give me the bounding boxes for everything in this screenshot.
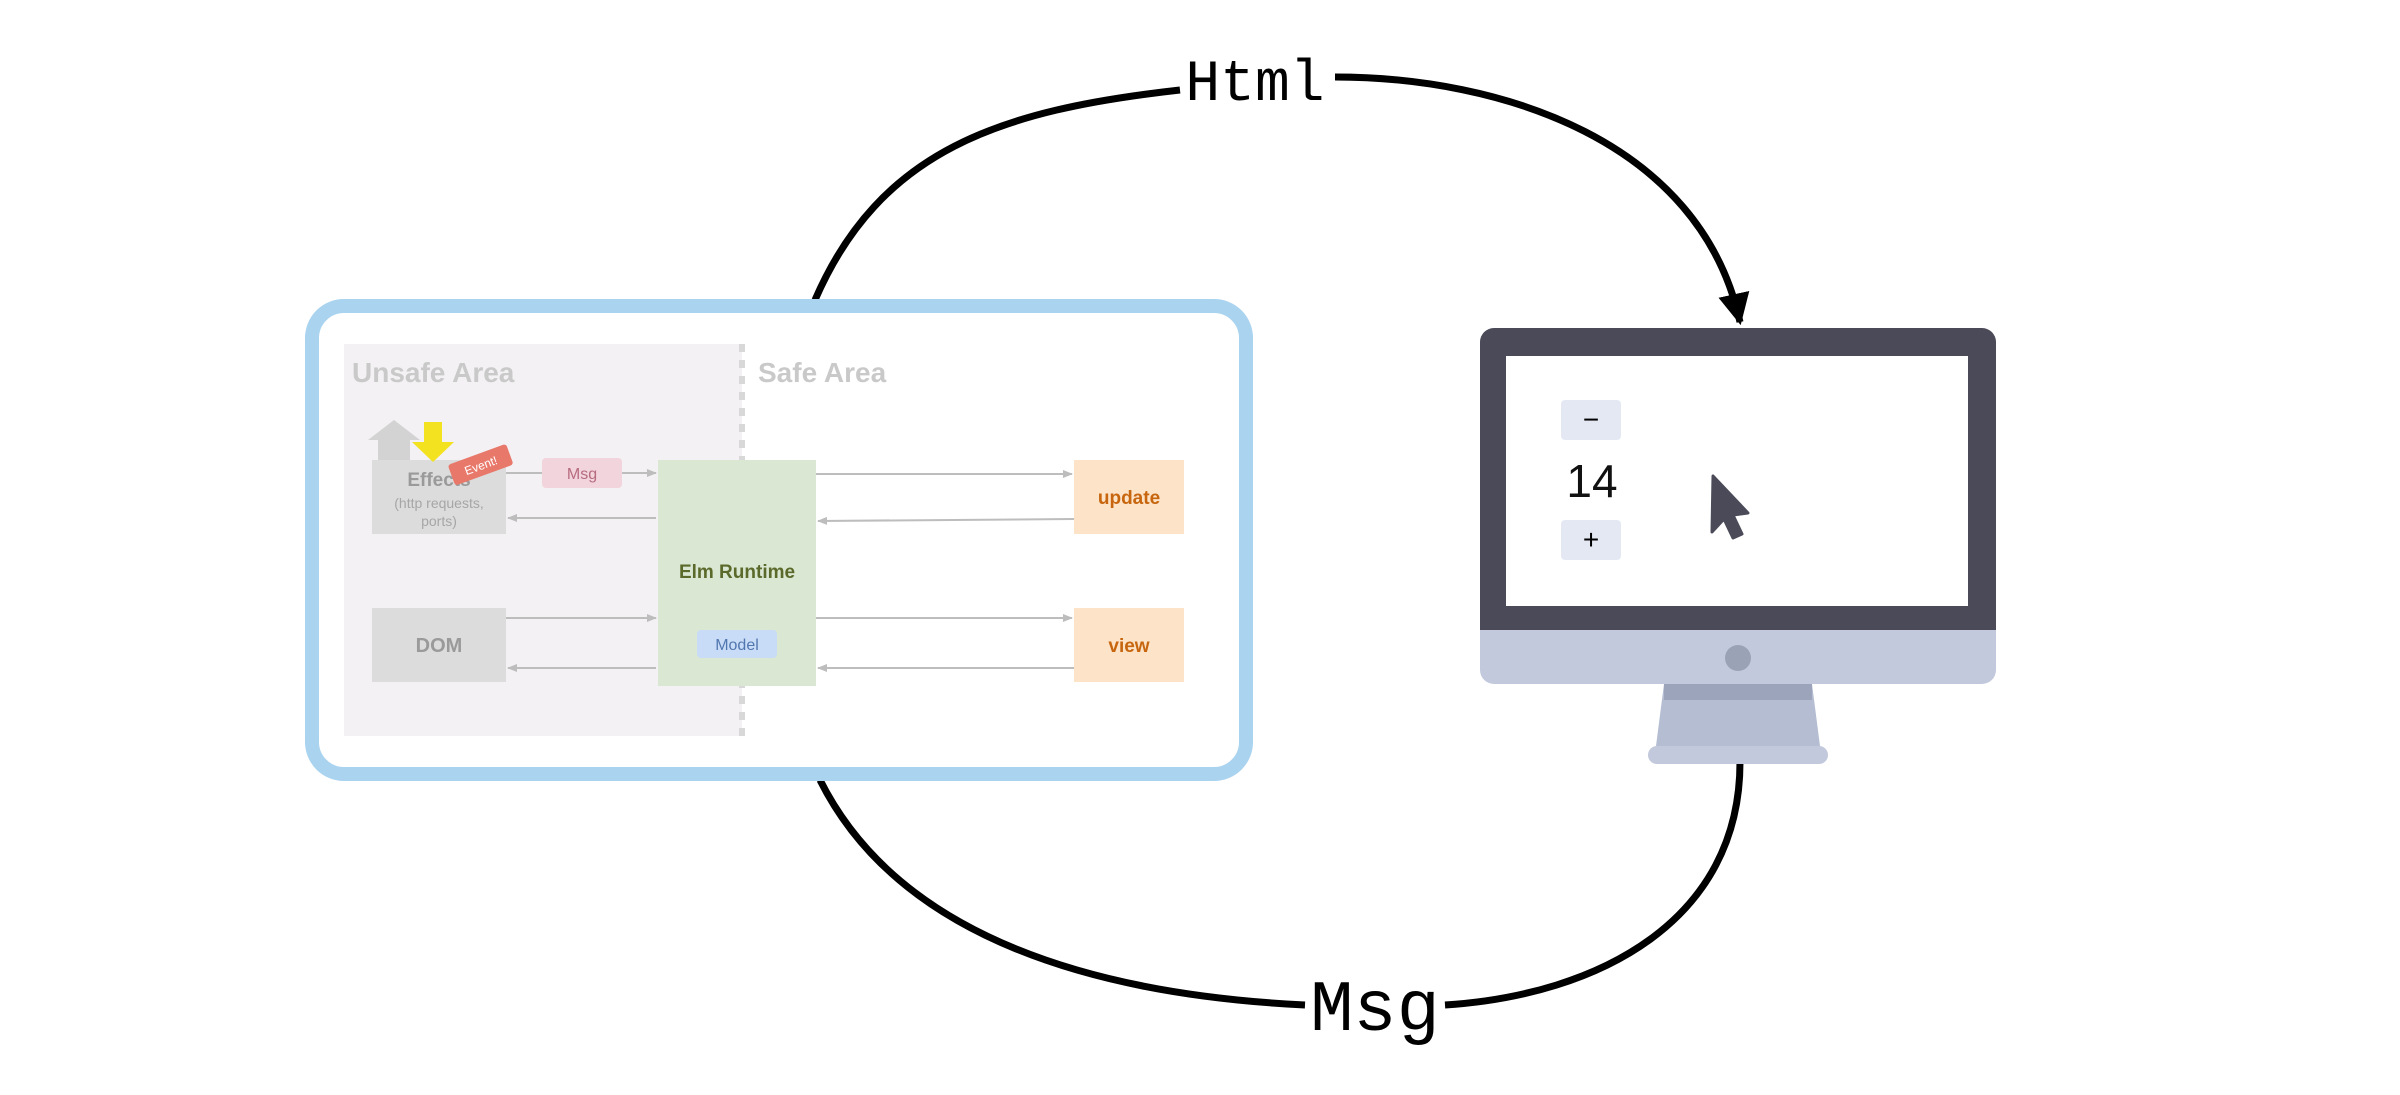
dom-label: DOM: [416, 635, 463, 657]
model-tag: [697, 630, 777, 658]
safe-area-title: Safe Area: [758, 357, 887, 388]
html-flow-arrow: [811, 73, 1740, 322]
effects-sub-line1: (http requests,: [394, 495, 484, 511]
architecture-panel: Unsafe Area Safe Area Effects (http requ…: [305, 299, 1253, 781]
effects-sub-line2: ports): [421, 513, 457, 529]
msg-flow-arrow: [816, 761, 1744, 1009]
msg-tag-label: Msg: [567, 466, 597, 483]
decrement-button[interactable]: [1561, 400, 1621, 440]
monitor-foot: [1648, 746, 1828, 764]
counter-value: 14: [1566, 455, 1617, 507]
model-label: Model: [715, 637, 759, 654]
dom-box: [372, 608, 506, 682]
msg-tag: [542, 458, 622, 488]
update-label: update: [1098, 488, 1160, 509]
html-flow-label: Html: [1185, 53, 1324, 118]
monitor-button-icon: [1725, 645, 1751, 671]
effects-up-arrow-icon: [368, 420, 420, 460]
unsafe-area-title: Unsafe Area: [352, 357, 515, 388]
update-box: [1074, 460, 1184, 534]
view-label: view: [1108, 636, 1149, 657]
increment-label: +: [1583, 524, 1599, 555]
internal-connectors: [506, 469, 1075, 672]
monitor-neck-shadow: [1664, 684, 1812, 700]
mouse-cursor-icon: [1710, 474, 1750, 540]
msg-flow-label: Msg: [1310, 970, 1440, 1052]
monitor: − 14 +: [1480, 328, 1996, 764]
elm-runtime-label: Elm Runtime: [679, 562, 795, 583]
increment-button[interactable]: [1561, 520, 1621, 560]
view-box: [1074, 608, 1184, 682]
monitor-screen: [1506, 356, 1968, 606]
decrement-label: −: [1583, 404, 1599, 435]
effects-down-arrow-icon: [412, 422, 454, 462]
